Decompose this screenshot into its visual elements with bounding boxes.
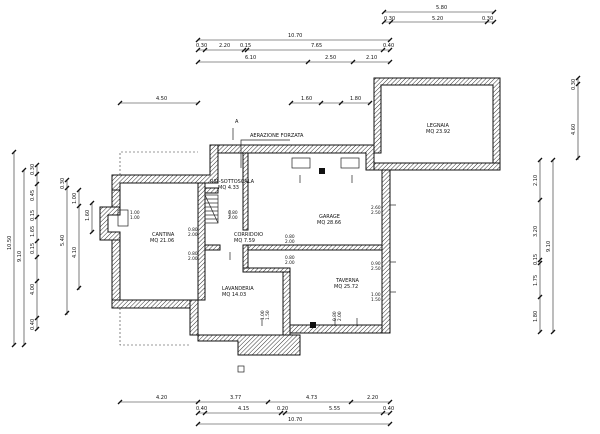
- dim-bottom-1c: 4.73: [306, 395, 317, 401]
- dim-left-mid: 9.10: [17, 251, 23, 262]
- dim-bottom-2d: 5.55: [329, 406, 340, 412]
- opening-h-11: 2.00: [337, 311, 343, 321]
- dim-left-near-0: 0.30: [60, 178, 66, 189]
- opening-h-3: 2.00: [188, 232, 198, 238]
- room-area-legnaia: MQ 23.92: [426, 129, 450, 135]
- dim-bottom-2c: 0.20: [277, 406, 288, 412]
- dim-top-4c: 0.15: [240, 43, 251, 49]
- dim-top-1a: 5.80: [436, 5, 447, 11]
- dim-left-inner-c: 0.15: [30, 210, 36, 221]
- dim-top-2a: 0.30: [384, 16, 395, 22]
- room-name-legnaia: LEGNAIA: [427, 123, 449, 129]
- dim-left-near2: 1.60: [85, 210, 91, 221]
- opening-w-3: 0.80: [188, 227, 198, 233]
- dim-right-outer: 9.10: [546, 241, 552, 252]
- dim-top-4a: 0.30: [196, 43, 207, 49]
- dim-top-3a: 10.70: [288, 33, 302, 39]
- opening-w-10: 1.00: [260, 310, 266, 320]
- opening-h-4: 2.00: [285, 239, 295, 245]
- room-name-corridoio: CORRIDOIO: [234, 232, 263, 238]
- dim-right-mid-e: 1.80: [533, 311, 539, 322]
- room-name-lavanderia: LAVANDERIA: [222, 286, 254, 292]
- aeration-annotation: AERAZIONE FORZATA A: [232, 119, 304, 168]
- opening-w-1: 1.00: [130, 210, 140, 216]
- left-dimensions: 10.50 9.10 0.30 0.45 0.15 1.65 0.15 4.00…: [7, 149, 95, 348]
- dim-left-near-a: 1.00: [72, 193, 78, 204]
- opening-h-7: 1.50: [371, 297, 381, 303]
- room-area-ripostiglio: MQ 4.33: [218, 185, 239, 191]
- dim-bottom-1a: 4.20: [156, 395, 167, 401]
- dim-bottom-2e: 0.40: [383, 406, 394, 412]
- opening-w-7: 1.00: [371, 292, 381, 298]
- dim-right-mid-d: 1.75: [533, 275, 539, 286]
- dim-top-6c: 1.80: [350, 96, 361, 102]
- staircase: [204, 194, 219, 224]
- opening-w-2: 0.80: [228, 210, 238, 216]
- opening-w-4: 0.80: [285, 234, 295, 240]
- room-area-taverna: MQ 25.72: [334, 284, 358, 290]
- dashed-outlines: [119, 151, 198, 346]
- opening-w-6: 0.90: [371, 261, 381, 267]
- bottom-dimensions: 4.20 3.77 4.73 2.20 0.40 4.15 0.20 5.55 …: [117, 395, 394, 427]
- dim-bottom-1b: 3.77: [230, 395, 241, 401]
- dim-top-4b: 2.20: [219, 43, 230, 49]
- room-name-taverna: TAVERNA: [335, 278, 360, 284]
- room-name-ripostiglio: RIP.-SOTTOSCALA: [210, 179, 255, 185]
- dim-top-5c: 2.10: [366, 55, 377, 61]
- opening-w-8: 0.80: [285, 255, 295, 261]
- dim-left-inner-e: 0.15: [30, 243, 36, 254]
- room-area-garage: MQ 28.66: [317, 220, 341, 226]
- dim-bottom-2b: 4.15: [238, 406, 249, 412]
- dim-top-4d: 7.65: [311, 43, 322, 49]
- dim-left-inner-d: 1.65: [30, 226, 36, 237]
- room-labels: CANTINA MQ 21.06 RIP.-SOTTOSCALA MQ 4.33…: [150, 123, 450, 298]
- opening-w-11: 0.80: [332, 311, 338, 321]
- room-area-cantina: MQ 21.06: [150, 238, 174, 244]
- room-area-lavanderia: MQ 14.03: [222, 292, 246, 298]
- dim-bottom-2a: 0.40: [196, 406, 207, 412]
- dim-left-inner-h: 0.40: [30, 319, 36, 330]
- room-name-cantina: CANTINA: [152, 232, 175, 238]
- svg-text:A: A: [235, 119, 239, 125]
- opening-h-6: 2.50: [371, 266, 381, 272]
- opening-h-1: 1.00: [130, 215, 140, 221]
- dim-right-mid-a: 2.10: [533, 175, 539, 186]
- top-dimensions: 5.80 0.30 5.20 0.30 10.70 0.30 2.20 0.15…: [117, 5, 497, 106]
- dim-left-inner-b: 0.45: [30, 190, 36, 201]
- room-name-garage: GARAGE: [319, 214, 340, 220]
- dim-top-4e: 0.40: [383, 43, 394, 49]
- opening-labels: 1.00 1.00 0.80 2.00 0.80 2.00 0.80 2.00 …: [130, 205, 381, 321]
- dim-left-near-b: 5.40: [60, 235, 66, 246]
- opening-h-2: 2.00: [228, 215, 238, 221]
- dim-left-inner-f: 4.00: [30, 284, 36, 295]
- right-dimensions: 0.30 4.60 9.10 2.10 3.20 0.15 1.75 1.80: [533, 75, 581, 335]
- dim-top-6a: 4.50: [156, 96, 167, 102]
- opening-h-8: 2.00: [285, 260, 295, 266]
- dim-bottom-1d: 2.20: [367, 395, 378, 401]
- walls: [99, 77, 501, 356]
- dim-right-mid-c: 0.15: [533, 254, 539, 265]
- opening-w-5: 2.60: [371, 205, 381, 211]
- dim-left-near-c: 4.10: [72, 247, 78, 258]
- dim-top-2c: 0.30: [482, 16, 493, 22]
- light-wells: [117, 157, 360, 373]
- dim-right-legnaia-b: 4.60: [571, 124, 577, 135]
- opening-h-10: 1.50: [265, 310, 271, 320]
- dim-top-5b: 2.50: [325, 55, 336, 61]
- dim-top-6b: 1.60: [301, 96, 312, 102]
- dim-bottom-3a: 10.70: [288, 417, 302, 423]
- dim-left-inner-a: 0.30: [30, 164, 36, 175]
- dim-right-mid-b: 3.20: [533, 226, 539, 237]
- opening-h-5: 2.50: [371, 210, 381, 216]
- opening-h-9: 2.00: [188, 256, 198, 262]
- dim-top-2b: 5.20: [432, 16, 443, 22]
- opening-w-9: 0.80: [188, 251, 198, 257]
- dim-top-5a: 6.10: [245, 55, 256, 61]
- dim-left-outer: 10.50: [7, 236, 13, 250]
- aeration-note: AERAZIONE FORZATA: [250, 133, 304, 139]
- room-area-corridoio: MQ 7.59: [234, 238, 255, 244]
- door-marks: [229, 175, 396, 326]
- dim-right-legnaia-a: 0.30: [571, 79, 577, 90]
